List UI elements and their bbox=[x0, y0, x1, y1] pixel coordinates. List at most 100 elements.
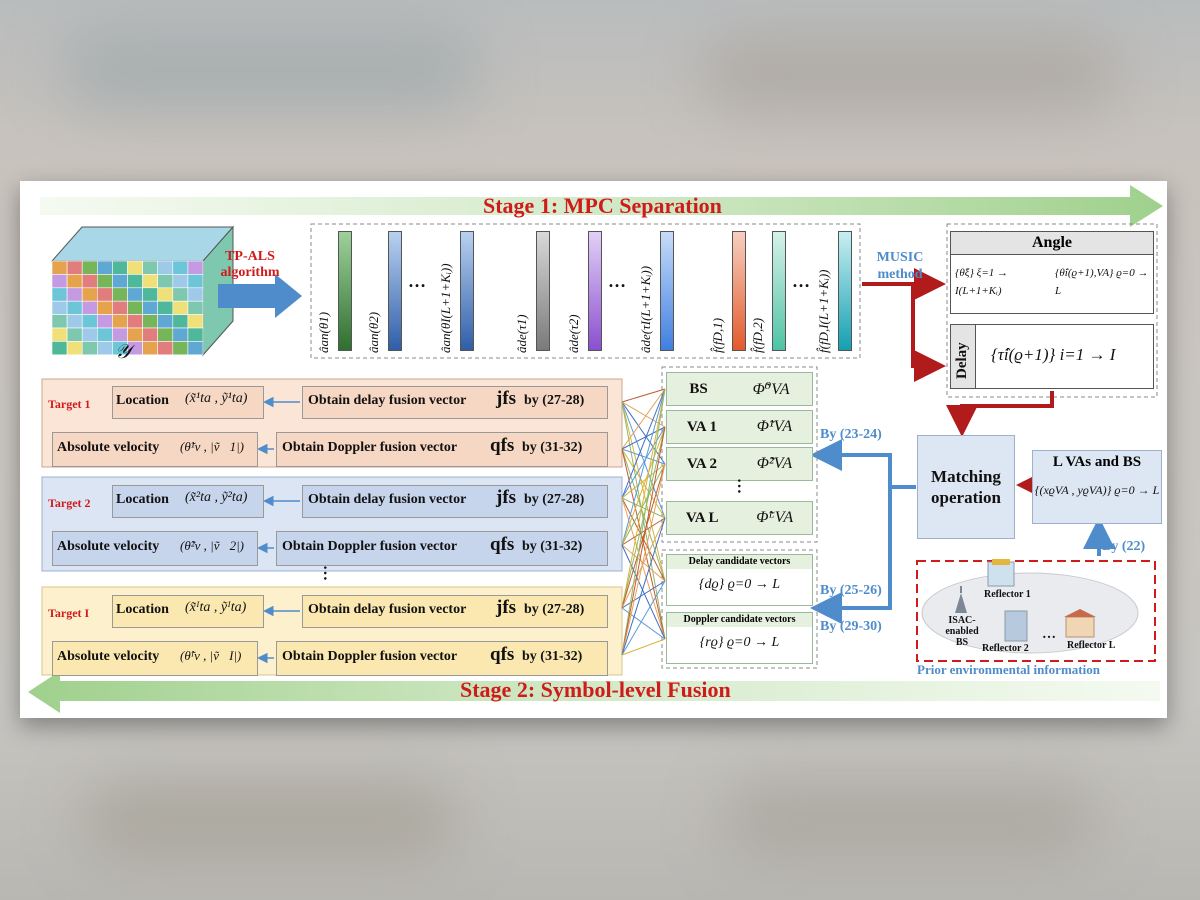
reflector1-label: Reflector 1 bbox=[984, 589, 1031, 600]
delay-op-ref: by (27-28) bbox=[524, 602, 585, 617]
tensor-cell bbox=[172, 287, 189, 302]
fusion-line bbox=[621, 448, 666, 465]
delay-cand-box: Delay candidate vectors {dϱ} ϱ=0 → L bbox=[666, 554, 813, 606]
tp-als-arrow bbox=[218, 274, 302, 318]
reflector2-building-icon bbox=[1004, 610, 1028, 642]
fusion-line bbox=[621, 388, 666, 450]
algo-label: TP-ALS algorithm bbox=[220, 249, 280, 280]
location-box bbox=[112, 485, 264, 518]
doppler-op-label: Obtain Doppler fusion vector bbox=[282, 649, 458, 664]
tensor-cell bbox=[66, 274, 83, 289]
vector-label: âde(τ2) bbox=[566, 314, 581, 353]
tensor-cell bbox=[172, 260, 189, 275]
doppler-op-box bbox=[276, 432, 608, 467]
vector-label: âde(τ1) bbox=[514, 314, 529, 353]
tensor-cell bbox=[66, 314, 83, 329]
red-arrow-match bbox=[946, 391, 1054, 437]
fusion-line bbox=[621, 426, 666, 546]
env-caption: Prior environmental information bbox=[917, 662, 1100, 677]
stage2-title: Stage 2: Symbol-level Fusion bbox=[460, 677, 731, 702]
angle-set1: {θ̂ξ} ξ=1 → I(L+1+Kᵢ) bbox=[955, 267, 1009, 297]
velocity-math: (θ̃²v , |ṽ⃗2|) bbox=[180, 538, 244, 553]
by-2324-label: By (23-24) bbox=[820, 427, 882, 442]
tensor-cell bbox=[81, 327, 98, 342]
bs-label: ISAC-enabled BS bbox=[945, 615, 979, 648]
stage1-arrow bbox=[40, 185, 1163, 227]
target-name: Target I bbox=[48, 606, 90, 620]
by-2930-label: By (29-30) bbox=[820, 619, 882, 634]
tensor-cell bbox=[187, 300, 204, 315]
stage2-arrow bbox=[28, 671, 1160, 713]
vector-label: âan(θ1) bbox=[316, 311, 331, 353]
vector-column bbox=[732, 231, 746, 351]
tensor-cell bbox=[127, 327, 143, 342]
reflectorL-label: Reflector L bbox=[1067, 640, 1116, 651]
location-math: (x̃ᴵta , ỹᴵta) bbox=[185, 600, 247, 615]
red-arrow-delay bbox=[911, 284, 946, 382]
tensor-cell bbox=[127, 300, 143, 315]
tensor-cell bbox=[51, 314, 68, 329]
fusion-line bbox=[621, 426, 666, 609]
delay-op-box bbox=[302, 485, 608, 518]
tensor-cell bbox=[142, 341, 158, 356]
va-box bbox=[661, 366, 818, 543]
fusion-line bbox=[621, 463, 666, 656]
tensor-cell bbox=[142, 287, 158, 302]
tensor-cell bbox=[127, 287, 143, 302]
tensor-cell bbox=[187, 314, 204, 329]
fusion-line bbox=[621, 580, 666, 656]
delay-op-ref: by (27-28) bbox=[524, 492, 585, 507]
vectors-box bbox=[310, 223, 861, 359]
tensor-cell bbox=[81, 260, 98, 275]
bg-blob bbox=[700, 40, 1120, 110]
delay-cand-title: Delay candidate vectors bbox=[667, 555, 812, 569]
tensor-cell bbox=[157, 274, 174, 289]
tensor-cell bbox=[142, 300, 158, 315]
delay-op-box bbox=[302, 386, 608, 419]
delay-box: Delay {τ̂i(ϱ+1)} i=1 → I bbox=[950, 324, 1154, 389]
vector-column bbox=[536, 231, 550, 351]
blue-arrow-2526 bbox=[810, 487, 892, 624]
blue-arrow-2324 bbox=[810, 439, 916, 489]
tensor-cell bbox=[157, 327, 174, 342]
matching-operation[interactable]: Matching operation bbox=[917, 435, 1015, 539]
delay-op-box bbox=[302, 595, 608, 628]
bg-blob bbox=[80, 780, 460, 860]
tensor-cell bbox=[157, 314, 174, 329]
doppler-op-ref: by (31-32) bbox=[522, 440, 583, 455]
vas-box: L VAs and BS {(xϱVA , yϱVA)} ϱ=0 → L bbox=[1032, 450, 1162, 524]
vector-column bbox=[388, 231, 402, 351]
by-2526-label: By (25-26) bbox=[820, 583, 882, 598]
doppler-op-symbol: qfs bbox=[490, 644, 515, 665]
delay-op-symbol: jfs bbox=[496, 597, 517, 618]
bg-blob bbox=[720, 780, 1100, 860]
doppler-cand-set: {rϱ} ϱ=0 → L bbox=[699, 635, 780, 650]
velocity-math: (θ̃ᴵv , |ṽ⃗I|) bbox=[180, 648, 242, 663]
location-label: Location bbox=[116, 602, 169, 617]
tensor-cell bbox=[97, 300, 113, 315]
angle-title: Angle bbox=[951, 232, 1153, 255]
location-box bbox=[112, 595, 264, 628]
fusion-line bbox=[621, 463, 666, 546]
tensor-cell bbox=[112, 287, 128, 302]
env-box bbox=[916, 560, 1156, 662]
vector-label: âde(τI(L+1+Kᵢ)) bbox=[638, 265, 653, 353]
vector-ellipsis: … bbox=[408, 271, 426, 291]
tensor-cell bbox=[127, 314, 143, 329]
doppler-op-label: Obtain Doppler fusion vector bbox=[282, 539, 458, 554]
bg-blob bbox=[60, 30, 480, 110]
tensor-cell bbox=[112, 260, 128, 275]
tensor-cell bbox=[157, 300, 174, 315]
vas-title: L VAs and BS bbox=[1052, 454, 1142, 470]
tensor-cell bbox=[142, 314, 158, 329]
targets-ellipsis: … bbox=[320, 565, 337, 581]
tensor-cell bbox=[51, 327, 68, 342]
tensor-label: 𝒴 bbox=[115, 341, 131, 363]
vector-column bbox=[338, 231, 352, 351]
fusion-line bbox=[621, 497, 666, 519]
tensor-cell bbox=[51, 300, 68, 315]
vector-column bbox=[660, 231, 674, 351]
doppler-op-label: Obtain Doppler fusion vector bbox=[282, 440, 458, 455]
